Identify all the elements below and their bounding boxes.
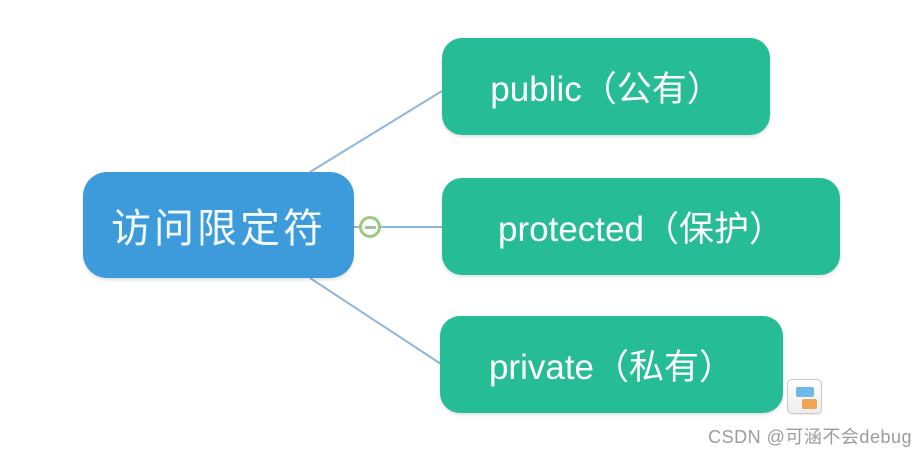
layout-widget-icon[interactable] xyxy=(787,379,822,414)
minus-icon xyxy=(364,225,376,229)
widget-blue-block-icon xyxy=(796,387,814,397)
collapse-button[interactable] xyxy=(359,216,381,238)
node-protected[interactable]: protected（保护） xyxy=(442,178,840,275)
edge-root-private xyxy=(309,277,442,365)
node-root-access-specifier[interactable]: 访问限定符 xyxy=(83,172,354,278)
widget-orange-block-icon xyxy=(802,399,817,409)
node-private[interactable]: private（私有） xyxy=(440,316,783,413)
edge-root-public xyxy=(309,90,443,173)
watermark: CSDN @可涵不会debug xyxy=(708,427,912,447)
node-public[interactable]: public（公有） xyxy=(442,38,770,135)
